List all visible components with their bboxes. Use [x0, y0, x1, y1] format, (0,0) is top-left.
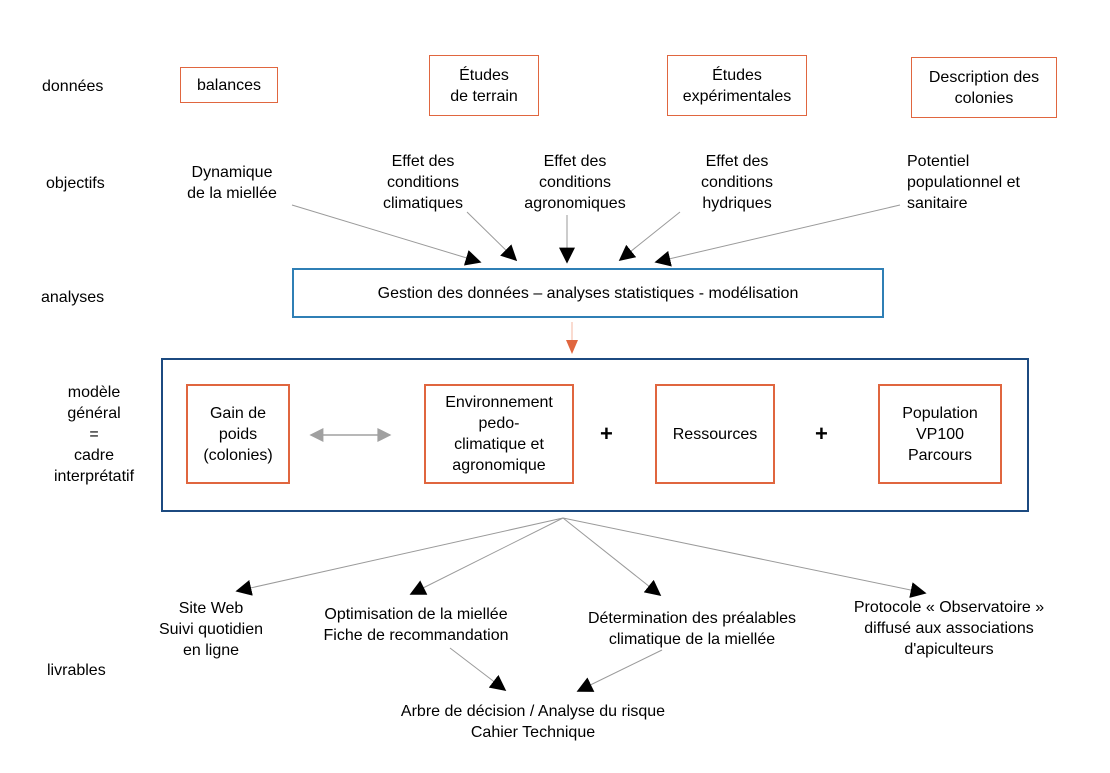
arrow-analysis-model-head	[566, 340, 578, 354]
objective-agronomiques: Effet des conditions agronomiques	[524, 153, 626, 212]
deliverable-determination: Détermination des préalables climatique …	[587, 610, 797, 648]
plus-sign: +	[815, 421, 828, 446]
arrow-optimisation	[409, 517, 564, 595]
objective-potentiel: Potentiel populationnel et sanitaire	[907, 153, 1020, 212]
model-population: Population VP100 Parcours	[878, 384, 1002, 484]
deliverable-arbre: Arbre de décision / Analyse du risque Ca…	[400, 703, 666, 741]
analysis-box: Gestion des données – analyses statistiq…	[292, 268, 884, 318]
arrow-climatiques	[466, 211, 518, 262]
source-terrain: Études de terrain	[429, 55, 539, 116]
arrow-potentiel	[654, 204, 901, 267]
row-label-donnees: données	[42, 78, 104, 95]
row-label-modele: modèle général = cadre interprétatif	[53, 384, 135, 485]
source-balances: balances	[180, 67, 278, 103]
arrow-hydriques	[618, 211, 681, 261]
arrow-opt-arbre	[449, 647, 507, 691]
row-label-analyses: analyses	[41, 289, 105, 306]
model-gain: Gain de poids (colonies)	[186, 384, 290, 484]
model-frame	[161, 358, 1029, 512]
deliverable-site: Site Web Suivi quotidien en ligne	[158, 600, 264, 659]
arrow-miellee	[291, 204, 482, 266]
objective-miellee: Dynamique de la miellée	[187, 164, 277, 202]
model-environnement: Environnement pedo- climatique et agrono…	[424, 384, 574, 484]
objective-climatiques: Effet des conditions climatiques	[382, 153, 464, 212]
deliverable-optimisation: Optimisation de la miellée Fiche de reco…	[323, 606, 509, 644]
arrow-site	[235, 517, 564, 596]
model-ressources: Ressources	[655, 384, 775, 484]
arrow-determination	[562, 517, 662, 596]
row-label-livrables: livrables	[47, 662, 106, 679]
objective-hydriques: Effet des conditions hydriques	[700, 153, 774, 212]
row-label-objectifs: objectifs	[46, 175, 105, 192]
source-experimentales: Études expérimentales	[667, 55, 807, 116]
deliverable-protocole: Protocole « Observatoire » diffusé aux a…	[853, 599, 1045, 658]
source-colonies: Description des colonies	[911, 57, 1057, 118]
arrow-protocole	[562, 517, 927, 598]
plus-sign: +	[600, 421, 613, 446]
arrow-det-arbre	[576, 649, 663, 692]
